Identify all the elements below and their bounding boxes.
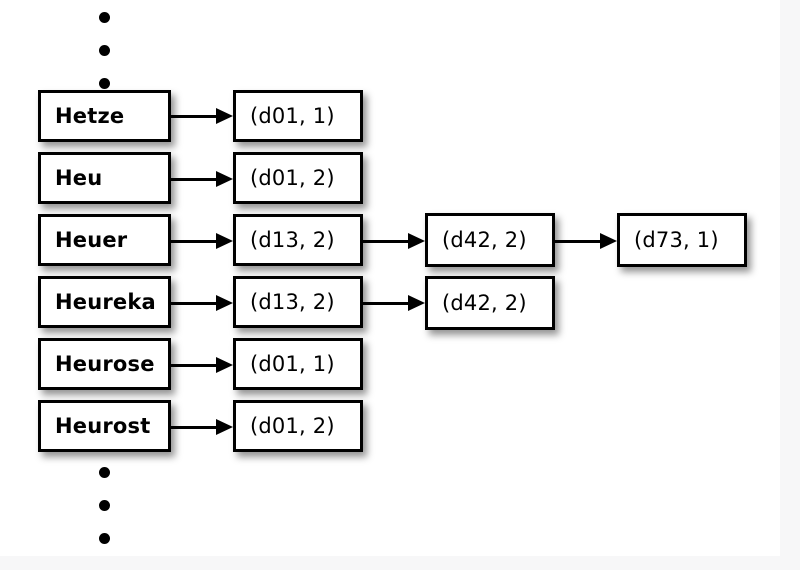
arrow-head [216,108,233,124]
arrow-head [216,419,233,435]
vertical-ellipsis-bottom [99,467,110,544]
term-label: Hetze [55,103,125,128]
term-node-heurost[interactable]: Heurost [38,400,171,452]
arrow-shaft [171,426,217,429]
arrow-shaft [171,240,217,243]
arrow-shaft [363,302,409,305]
term-label: Heurost [55,413,151,438]
posting-label: (d01, 1) [250,351,335,376]
arrow-head [216,171,233,187]
term-label: Heuer [55,227,128,252]
term-node-heureka[interactable]: Heureka [38,276,171,328]
posting-label: (d42, 2) [442,290,527,315]
arrow-term-heureka-to-posting [171,295,233,311]
page-gutter-right [780,0,800,570]
arrow-head [216,233,233,249]
posting-node-d13-2-a[interactable]: (d13, 2) [233,214,363,266]
ellipsis-dot [99,12,110,23]
posting-node-d13-2-b[interactable]: (d13, 2) [233,276,363,328]
posting-label: (d01, 2) [250,413,335,438]
posting-node-d42-2-b[interactable]: (d42, 2) [425,276,555,330]
posting-node-d42-2-a[interactable]: (d42, 2) [425,213,555,267]
term-label: Heureka [55,289,156,314]
ellipsis-dot [99,45,110,56]
arrow-shaft [171,178,217,181]
posting-node-d73-1[interactable]: (d73, 1) [617,213,747,267]
arrow-term-heurost-to-posting [171,419,233,435]
arrow-posting-d13b-to-d42b [363,295,425,311]
posting-node-d01-1-b[interactable]: (d01, 1) [233,338,363,390]
arrow-shaft [171,302,217,305]
posting-node-d01-2-a[interactable]: (d01, 2) [233,152,363,204]
arrow-shaft [171,364,217,367]
posting-label: (d13, 2) [250,289,335,314]
term-label: Heurose [55,351,155,376]
arrow-head [600,233,617,249]
posting-label: (d42, 2) [442,227,527,252]
arrow-posting-d42a-to-d73 [555,233,617,249]
arrow-head [216,295,233,311]
term-node-heurose[interactable]: Heurose [38,338,171,390]
posting-label: (d01, 1) [250,103,335,128]
term-node-heu[interactable]: Heu [38,152,171,204]
arrow-shaft [171,115,217,118]
ellipsis-dot [99,78,110,89]
ellipsis-dot [99,467,110,478]
posting-label: (d73, 1) [634,227,719,252]
posting-label: (d01, 2) [250,165,335,190]
posting-node-d01-2-b[interactable]: (d01, 2) [233,400,363,452]
vertical-ellipsis-top [99,12,110,89]
posting-label: (d13, 2) [250,227,335,252]
arrow-term-heu-to-posting [171,171,233,187]
arrow-term-heuer-to-posting [171,233,233,249]
arrow-shaft [363,240,409,243]
posting-node-d01-1-a[interactable]: (d01, 1) [233,90,363,142]
term-node-heuer[interactable]: Heuer [38,214,171,266]
arrow-term-hetze-to-posting [171,108,233,124]
term-node-hetze[interactable]: Hetze [38,90,171,142]
arrow-head [216,357,233,373]
arrow-head [408,233,425,249]
page-gutter-bottom [0,556,800,570]
term-label: Heu [55,165,103,190]
arrow-term-heurose-to-posting [171,357,233,373]
arrow-posting-d13a-to-d42a [363,233,425,249]
arrow-head [408,295,425,311]
arrow-shaft [555,240,601,243]
ellipsis-dot [99,500,110,511]
ellipsis-dot [99,533,110,544]
